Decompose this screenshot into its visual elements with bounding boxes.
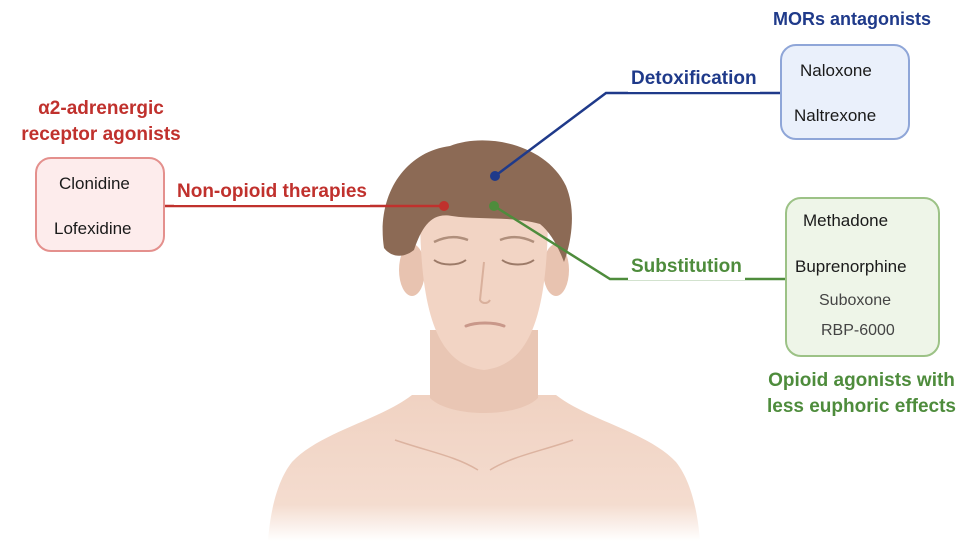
substitution-therapy-label: Substitution	[628, 254, 745, 280]
nonopioid-therapy-label: Non-opioid therapies	[174, 179, 370, 205]
nonopioid-class-label: α2-adrenergic receptor agonists	[8, 96, 194, 148]
drug-buprenorphine: Buprenorphine	[795, 257, 907, 277]
drug-naloxone: Naloxone	[800, 61, 872, 81]
drug-naltrexone: Naltrexone	[794, 106, 876, 126]
substitution-drug-box: Methadone Buprenorphine Suboxone RBP-600…	[785, 197, 940, 357]
nonopioid-dot	[439, 201, 449, 211]
drug-clonidine: Clonidine	[59, 174, 130, 194]
drug-methadone: Methadone	[803, 211, 888, 231]
detox-drug-box: Naloxone Naltrexone	[780, 44, 910, 140]
detox-class-label: MORs antagonists	[742, 6, 962, 32]
detox-therapy-label: Detoxification	[628, 66, 760, 92]
drug-suboxone: Suboxone	[819, 292, 891, 310]
drug-lofexidine: Lofexidine	[54, 219, 132, 239]
substitution-class-label: Opioid agonists with less euphoric effec…	[752, 368, 971, 420]
substitution-dot	[489, 201, 499, 211]
nonopioid-drug-box: Clonidine Lofexidine	[35, 157, 165, 252]
drug-rbp-6000: RBP-6000	[821, 322, 895, 340]
detox-dot	[490, 171, 500, 181]
shoulders-shape	[268, 395, 700, 541]
